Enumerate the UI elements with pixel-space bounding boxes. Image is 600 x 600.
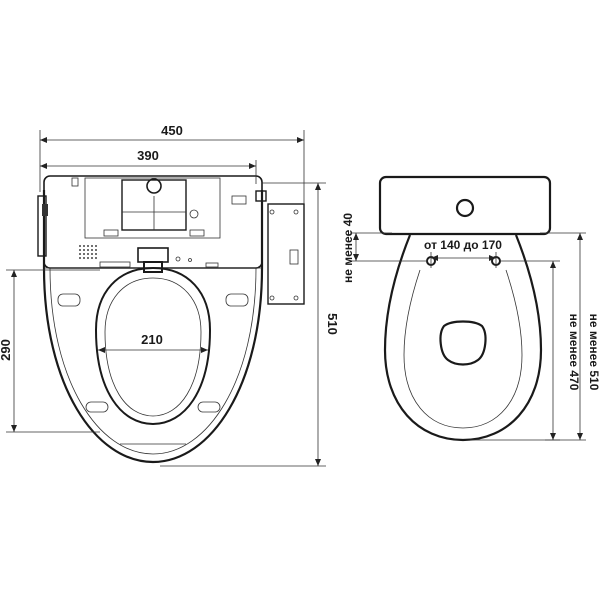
gauge-icon xyxy=(189,209,199,219)
bowl-drain xyxy=(439,320,487,366)
nozzle-housing xyxy=(137,247,169,263)
seat-pad xyxy=(57,293,81,307)
bowl-rim-inner xyxy=(403,269,523,429)
rear-slot xyxy=(231,195,247,205)
dim-min-470-label: не менее 470 xyxy=(567,314,581,391)
seat-top-view xyxy=(37,175,305,464)
seat-outline xyxy=(42,190,264,464)
dim-290-label: 290 xyxy=(0,339,13,361)
seat-opening-inner xyxy=(104,277,202,417)
side-bracket-left xyxy=(37,195,47,257)
seat-opening xyxy=(94,266,212,426)
control-box xyxy=(43,175,263,269)
dim-210-label: 210 xyxy=(141,332,163,347)
seat-pad xyxy=(197,401,221,413)
dim-390-label: 390 xyxy=(137,148,159,163)
nozzle xyxy=(143,261,163,273)
mounting-plate xyxy=(267,203,305,305)
seat-inner-rim xyxy=(49,267,257,455)
dim-min-40-label: не менее 40 xyxy=(341,213,355,283)
water-tank xyxy=(84,177,221,239)
right-view-dimensions: не менее 40 от 140 до 170 не менее 470 н… xyxy=(341,213,600,441)
dim-min-510-label: не менее 510 xyxy=(587,314,600,391)
dim-hole-spacing-label: от 140 до 170 xyxy=(424,238,502,252)
tank-cap xyxy=(146,178,162,194)
bowl-outline xyxy=(383,234,543,442)
seat-pad xyxy=(85,401,109,413)
seat-pad xyxy=(225,293,249,307)
dim-510-label: 510 xyxy=(325,313,340,335)
water-inlet xyxy=(255,190,267,202)
cistern xyxy=(378,175,552,236)
toilet-top-view xyxy=(378,175,552,442)
speaker-grille xyxy=(79,245,97,259)
left-view-dimensions: 450 390 210 290 510 xyxy=(0,123,340,467)
dim-450-label: 450 xyxy=(161,123,183,138)
flush-button xyxy=(455,198,475,218)
